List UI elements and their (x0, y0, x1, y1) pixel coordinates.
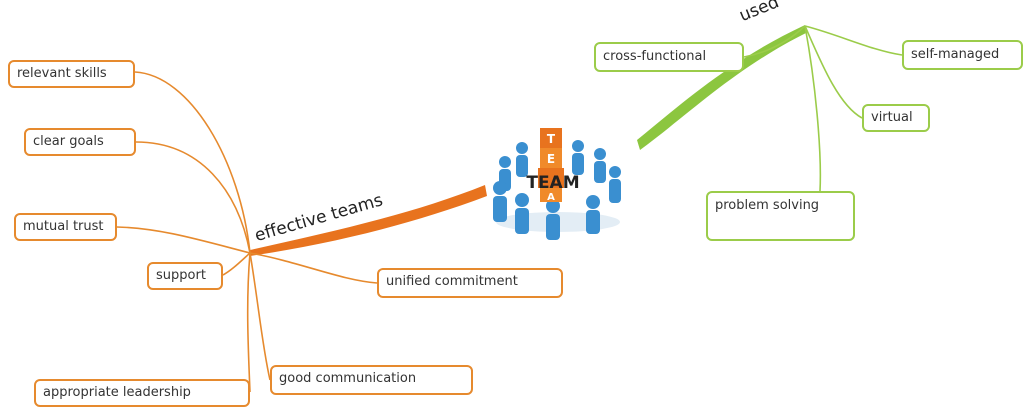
node-self-managed[interactable]: self-managed (902, 40, 1023, 70)
team-people-graphic: T E A TEAM (493, 128, 621, 240)
cube-letter: E (547, 152, 555, 166)
cube-letter: A (547, 192, 555, 203)
node-clear-goals[interactable]: clear goals (24, 128, 136, 156)
person-figure (594, 148, 606, 183)
node-appropriate-leadership[interactable]: appropriate leadership (34, 379, 250, 407)
letter-cubes: T E A (538, 128, 564, 203)
node-relevant-skills[interactable]: relevant skills (8, 60, 135, 88)
node-unified-commitment[interactable]: unified commitment (377, 268, 563, 298)
person-figure (493, 181, 507, 222)
cube-letter: T (547, 132, 556, 146)
node-problem-solving[interactable]: problem solving (706, 191, 855, 241)
person-figure (515, 193, 529, 234)
team-word: TEAM (526, 173, 579, 193)
node-support[interactable]: support (147, 262, 223, 290)
used-connectors (743, 25, 903, 192)
person-figure (572, 140, 584, 175)
used-branch (637, 25, 808, 150)
node-virtual[interactable]: virtual (862, 104, 930, 132)
person-figure (586, 195, 600, 234)
node-cross-functional[interactable]: cross-functional (594, 42, 744, 72)
node-mutual-trust[interactable]: mutual trust (14, 213, 117, 241)
node-good-communication[interactable]: good communication (270, 365, 473, 395)
person-figure (546, 199, 560, 240)
person-figure (609, 166, 621, 203)
person-figure (516, 142, 528, 177)
effective-teams-connectors (116, 71, 378, 393)
effective-teams-branch (250, 185, 487, 256)
